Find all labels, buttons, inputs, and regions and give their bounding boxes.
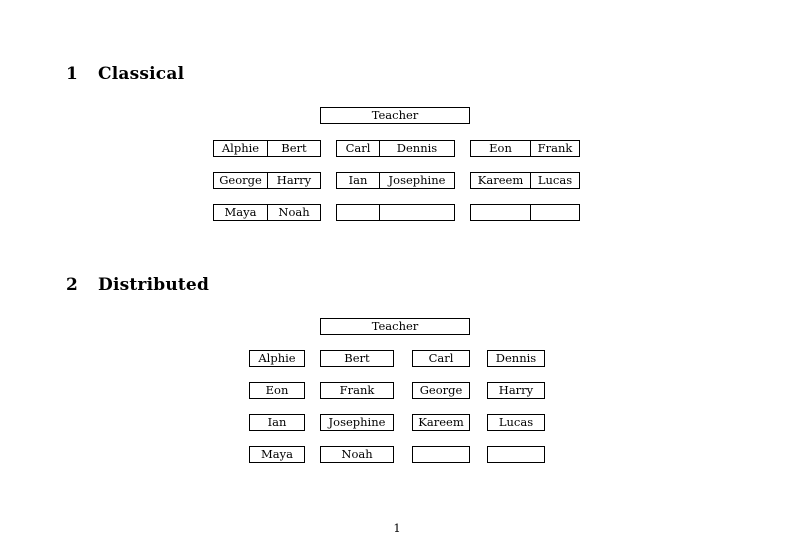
distributed-box[interactable]: Carl <box>412 350 470 367</box>
distributed-box[interactable]: Eon <box>249 382 305 399</box>
table-cell[interactable]: Josephine <box>379 173 454 188</box>
distributed-box[interactable]: Maya <box>249 446 305 463</box>
table-cell[interactable]: Bert <box>267 141 320 156</box>
classical-group-2-row-1[interactable]: Carl Dennis <box>336 140 455 157</box>
distributed-box[interactable]: Frank <box>320 382 394 399</box>
section-heading-distributed: 2 Distributed <box>66 277 209 294</box>
section-heading-classical: 1 Classical <box>66 66 184 83</box>
table-cell[interactable]: Carl <box>345 141 371 155</box>
table-cell[interactable]: Noah <box>267 205 320 220</box>
table-cell[interactable]: Alphie <box>221 141 260 155</box>
classical-group-3-row-3[interactable] <box>470 204 580 221</box>
table-cell[interactable]: George <box>219 173 262 187</box>
distributed-box[interactable]: Bert <box>320 350 394 367</box>
distributed-box[interactable]: Alphie <box>249 350 305 367</box>
table-cell-empty[interactable] <box>379 205 454 220</box>
table-cell-empty[interactable] <box>471 205 530 220</box>
table-cell[interactable]: Lucas <box>530 173 579 188</box>
distributed-box[interactable]: Ian <box>249 414 305 431</box>
distributed-box[interactable]: Harry <box>487 382 545 399</box>
table-cell-empty[interactable] <box>530 205 579 220</box>
distributed-teacher-box[interactable]: Teacher <box>320 318 470 335</box>
distributed-box[interactable]: Noah <box>320 446 394 463</box>
table-cell[interactable]: Kareem <box>477 173 524 187</box>
table-cell[interactable]: Eon <box>489 141 512 155</box>
distributed-box-empty[interactable] <box>412 446 470 463</box>
classical-group-3-row-2[interactable]: Kareem Lucas <box>470 172 580 189</box>
classical-group-1-row-3[interactable]: Maya Noah <box>213 204 321 221</box>
table-cell[interactable]: Dennis <box>379 141 454 156</box>
classical-group-1-row-1[interactable]: Alphie Bert <box>213 140 321 157</box>
classical-group-3-row-1[interactable]: Eon Frank <box>470 140 580 157</box>
section-title: Distributed <box>98 275 210 295</box>
table-cell[interactable]: Harry <box>267 173 320 188</box>
table-cell[interactable]: Maya <box>224 205 257 219</box>
distributed-box-empty[interactable] <box>487 446 545 463</box>
section-title: Classical <box>98 64 185 84</box>
distributed-box[interactable]: Josephine <box>320 414 394 431</box>
page-number: 1 <box>393 521 401 535</box>
table-cell-empty[interactable] <box>337 205 379 220</box>
section-number: 1 <box>66 64 79 84</box>
distributed-box[interactable]: Lucas <box>487 414 545 431</box>
table-cell[interactable]: Frank <box>530 141 579 156</box>
classical-teacher-box[interactable]: Teacher <box>320 107 470 124</box>
table-cell[interactable]: Ian <box>348 173 368 187</box>
distributed-box[interactable]: Dennis <box>487 350 545 367</box>
distributed-box[interactable]: Kareem <box>412 414 470 431</box>
classical-group-2-row-3[interactable] <box>336 204 455 221</box>
classical-group-1-row-2[interactable]: George Harry <box>213 172 321 189</box>
distributed-box[interactable]: George <box>412 382 470 399</box>
classical-group-2-row-2[interactable]: Ian Josephine <box>336 172 455 189</box>
section-number: 2 <box>66 275 79 295</box>
